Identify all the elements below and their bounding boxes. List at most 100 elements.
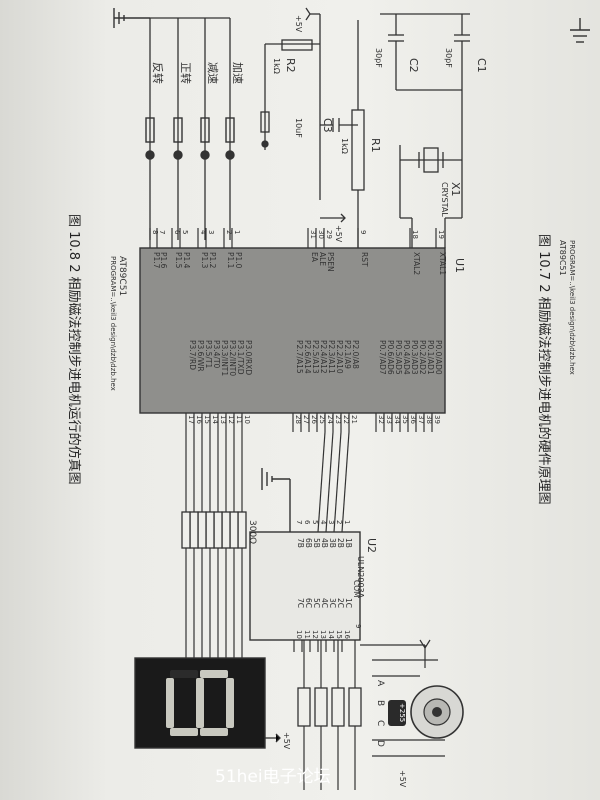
u1-pin-number: 14	[211, 415, 219, 424]
u1-pin-number: 30	[317, 230, 325, 239]
u1-pin-number: 24	[326, 415, 334, 424]
segment-c	[170, 728, 198, 736]
u1-right-pin-group: P0.0/AD039P0.1/AD138P0.2/AD237P0.3/AD336…	[185, 340, 443, 432]
vcc-label-7seg: +5V	[282, 732, 291, 750]
u1-pin-number: 39	[433, 415, 441, 424]
button-label-jiansu: 减速	[206, 62, 219, 84]
ground-symbol-left	[113, 8, 150, 28]
u2-pin-number: 15	[335, 630, 343, 639]
u2-pin-name: 4B	[320, 538, 329, 548]
u2-pin-number: 14	[327, 630, 335, 639]
u1-pin-number: 34	[393, 415, 401, 424]
u1-part: AT89C51	[117, 256, 127, 296]
figure-caption-simulation: 图 10.8 2 相励磁法控制步进电机运行的仿真图	[66, 214, 82, 485]
motor-phase-b: B	[375, 700, 385, 706]
u2-pin-group: 1B12B23B34B45B56B67B71C162C153C144C135C1…	[293, 520, 362, 652]
u1-pin-name: XTAL1	[438, 252, 447, 275]
u2-pin-name: 1C	[344, 598, 353, 608]
u2-pin-number: 12	[311, 630, 319, 639]
u1-pin-name: P2.1/A9	[343, 340, 352, 369]
u1-pin-number: 5	[181, 230, 189, 234]
u2-pin-number: 7	[295, 520, 303, 524]
push-button-zhengzhuan	[173, 117, 183, 160]
u1-pin-name: P3.0/RXD	[244, 340, 253, 375]
u2-pin-name: 2B	[336, 538, 345, 548]
u2-part: ULN2003A	[356, 556, 365, 599]
u2-pin-name: 2C	[336, 598, 345, 608]
bus-wires	[185, 431, 350, 658]
u1-pin-number: 12	[227, 415, 235, 424]
c3-label: C3	[321, 118, 334, 133]
u1-pin-number: 10	[243, 415, 251, 424]
u1-pin-name: P0.4/AD4	[402, 340, 411, 375]
u1-pin-name: EA	[310, 252, 319, 263]
c2-label: C2	[407, 58, 420, 73]
u1-chip-body	[139, 247, 446, 414]
segment-b	[200, 728, 228, 736]
u2-pin-number: 5	[311, 520, 319, 524]
u1-pin-number: 25	[318, 415, 326, 424]
motor-wires	[303, 639, 445, 790]
u1-pin-name: P1.6	[159, 252, 168, 269]
u1-pin-name: P3.6/WR	[196, 340, 205, 372]
watermark: 51hei电子论坛	[215, 767, 331, 787]
u1-pin-name: P1.3	[200, 252, 209, 269]
u1-left-pin-group: XTAL119XTAL218RST9PSEN29ALE30EA31P1.01P1…	[149, 228, 447, 275]
u1-pin-name: P0.0/AD0	[434, 340, 443, 375]
stepper-motor	[388, 685, 464, 739]
u1-pin-number: 15	[203, 415, 211, 424]
u1-pin-number: 17	[187, 415, 195, 424]
figure-caption-hardware: 图 10.7 2 相励磁法控制步进电机的硬件原理图	[536, 234, 552, 505]
u2-pin-number: 6	[303, 520, 311, 525]
u1-pin-number: 13	[219, 415, 227, 424]
u1-pin-name: P3.7/RD	[188, 340, 197, 370]
c2-value: 30pF	[374, 48, 383, 68]
u2-pin-number: 2	[335, 520, 343, 524]
u1-pin-number: 35	[401, 415, 409, 424]
u2-pin-number: 11	[303, 630, 311, 639]
u1-pin-name: P1.5	[174, 252, 183, 269]
rpack-value: 300Ω	[247, 520, 257, 544]
push-button-jiansu	[200, 117, 210, 160]
u1-program: PROGRAM=..\keil3 design\dzb\dzb.hex	[109, 256, 117, 391]
u1-pin-name: P1.0	[234, 252, 243, 269]
seven-segment-glyph	[166, 670, 234, 736]
u1-pin-name: P2.5/A13	[311, 340, 320, 374]
u1-pin-number: 8	[151, 230, 159, 234]
ground-symbol-7seg	[265, 733, 281, 743]
r1-value: 1kΩ	[340, 138, 349, 154]
u1-pin-number: 6	[173, 230, 181, 235]
push-button-jiasu	[225, 117, 235, 160]
x1-value: CRYSTAL	[440, 182, 449, 217]
seven-segment-display	[134, 657, 266, 749]
u1-pin-name: P0.1/AD1	[426, 340, 435, 375]
u1-pin-name: P0.5/AD5	[394, 340, 403, 375]
u1-pin-number: 16	[195, 415, 203, 424]
u1-pin-number: 22	[342, 415, 350, 424]
c1-value: 30pF	[444, 48, 453, 68]
motor-phase-c: C	[375, 720, 385, 726]
c3-value: 10uF	[294, 118, 303, 138]
c1-label: C1	[475, 58, 488, 73]
vcc-label-top: +5V	[294, 15, 303, 33]
u1-pin-name: P2.6/A14	[303, 340, 312, 374]
r2-label: R2	[284, 58, 297, 73]
u1-pin-number: 9	[359, 230, 367, 234]
u2-pin-number: 16	[343, 630, 351, 639]
u1-pin-number: 3	[207, 230, 215, 234]
u2-pin-name: 6C	[304, 598, 313, 608]
u1-pin-name: P2.4/A12	[319, 340, 328, 374]
u1-pin-name: P2.2/A10	[335, 340, 344, 374]
u1-pin-name: ALE	[318, 252, 327, 266]
figure-program-path: PROGRAM=..\keil3 design\dzb\dzb.hex	[568, 240, 576, 375]
u1-pin-number: 18	[411, 230, 419, 239]
rpack-resistor	[229, 511, 239, 549]
u1-pin-name: P2.7/A15	[295, 340, 304, 374]
u1-pin-number: 2	[225, 230, 233, 234]
u1-pin-number: 33	[385, 415, 393, 424]
button-wires	[149, 17, 231, 240]
u1-pin-name: P2.3/A11	[327, 340, 336, 374]
u1-pin-name: P1.2	[208, 252, 217, 269]
u1-pin-name: PSEN	[326, 252, 335, 272]
